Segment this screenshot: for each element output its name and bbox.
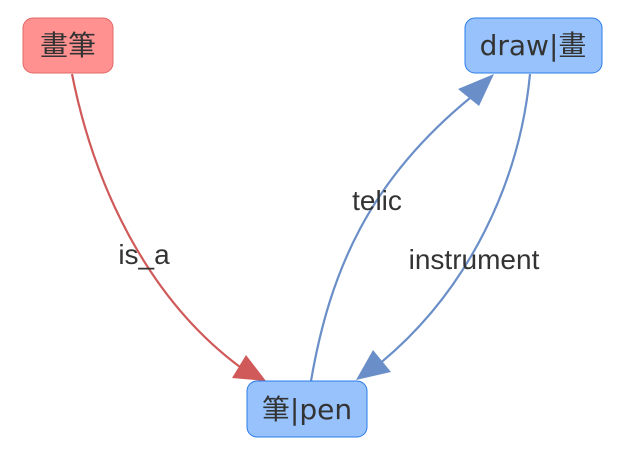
node-draw-box	[464, 17, 603, 74]
edge-instrument: instrument	[356, 73, 540, 380]
edge-is-a-arrowhead	[232, 355, 266, 381]
node-pen-box	[246, 380, 368, 438]
edge-telic-arrowhead	[458, 74, 494, 106]
edge-is-a-label: is_a	[118, 239, 170, 270]
edge-telic-line	[309, 97, 471, 382]
edge-telic-label: telic	[352, 185, 402, 216]
node-pen-label: 筆|pen	[262, 393, 352, 426]
node-huabi-box	[22, 17, 114, 74]
edge-is-a: is_a	[70, 73, 266, 381]
node-huabi-label: 畫筆	[40, 29, 96, 62]
edge-is-a-line	[70, 73, 241, 368]
edge-instrument-label: instrument	[409, 244, 540, 275]
edge-telic: telic	[309, 74, 494, 382]
node-draw-label: draw|畫	[480, 29, 587, 62]
edge-instrument-line	[377, 73, 532, 366]
node-draw[interactable]: draw|畫	[464, 17, 603, 74]
node-huabi[interactable]: 畫筆	[22, 17, 114, 74]
edge-instrument-arrowhead	[356, 350, 391, 380]
node-pen[interactable]: 筆|pen	[246, 380, 368, 438]
